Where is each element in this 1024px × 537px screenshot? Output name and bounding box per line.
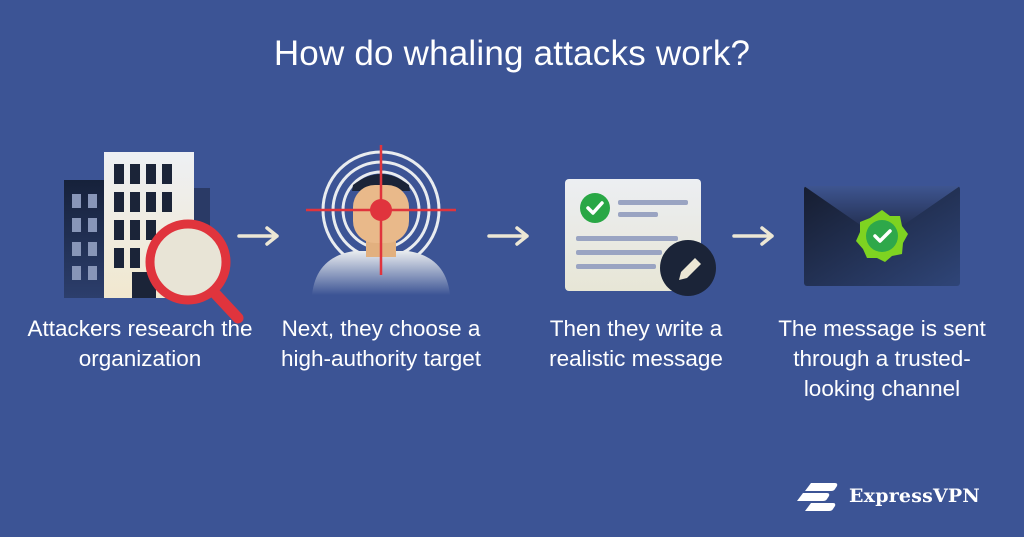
diagram-title: How do whaling attacks work? (273, 34, 751, 73)
arrow-right-icon (237, 226, 279, 246)
brand-name: ExpressVPN (849, 485, 980, 507)
arrow-right-icon (487, 226, 529, 246)
target-person-icon (306, 145, 456, 295)
building-magnifier-icon (64, 152, 244, 324)
step-caption: Attackers research the organization (27, 316, 253, 371)
step-caption: Next, they choose a high-authority targe… (280, 316, 482, 371)
expressvpn-logo-icon (797, 483, 838, 511)
arrow-right-icon (732, 226, 774, 246)
document-pencil-icon (565, 179, 716, 296)
step-caption: The message is sent through a trusted-lo… (778, 316, 986, 401)
envelope-verified-icon (804, 186, 960, 286)
step-caption: Then they write a realistic message (549, 316, 723, 371)
brand-logo: ExpressVPN (797, 478, 980, 514)
